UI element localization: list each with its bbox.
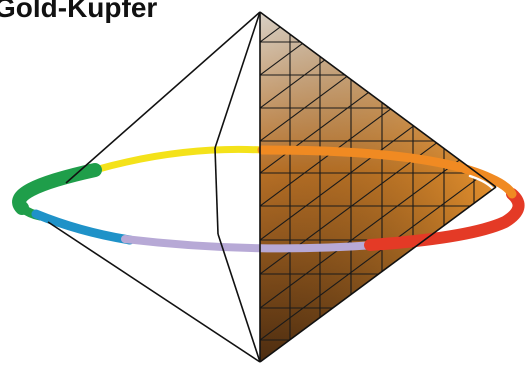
hue-ring-front: [17, 145, 525, 253]
diagram-title: Gold-Kupfer: [0, 0, 158, 23]
ring-segment-blue: [31, 209, 135, 245]
ring-segment-green: [12, 163, 102, 215]
ring-segment-yellow: [91, 145, 266, 174]
hue-ring-back: [12, 145, 266, 215]
ring-segment-red: [364, 188, 525, 251]
ring-segment-orange: [257, 145, 517, 199]
cone-wireframe: [47, 11, 497, 363]
ring-segment-lavender: [121, 235, 379, 253]
hue-plane: [260, 12, 496, 362]
